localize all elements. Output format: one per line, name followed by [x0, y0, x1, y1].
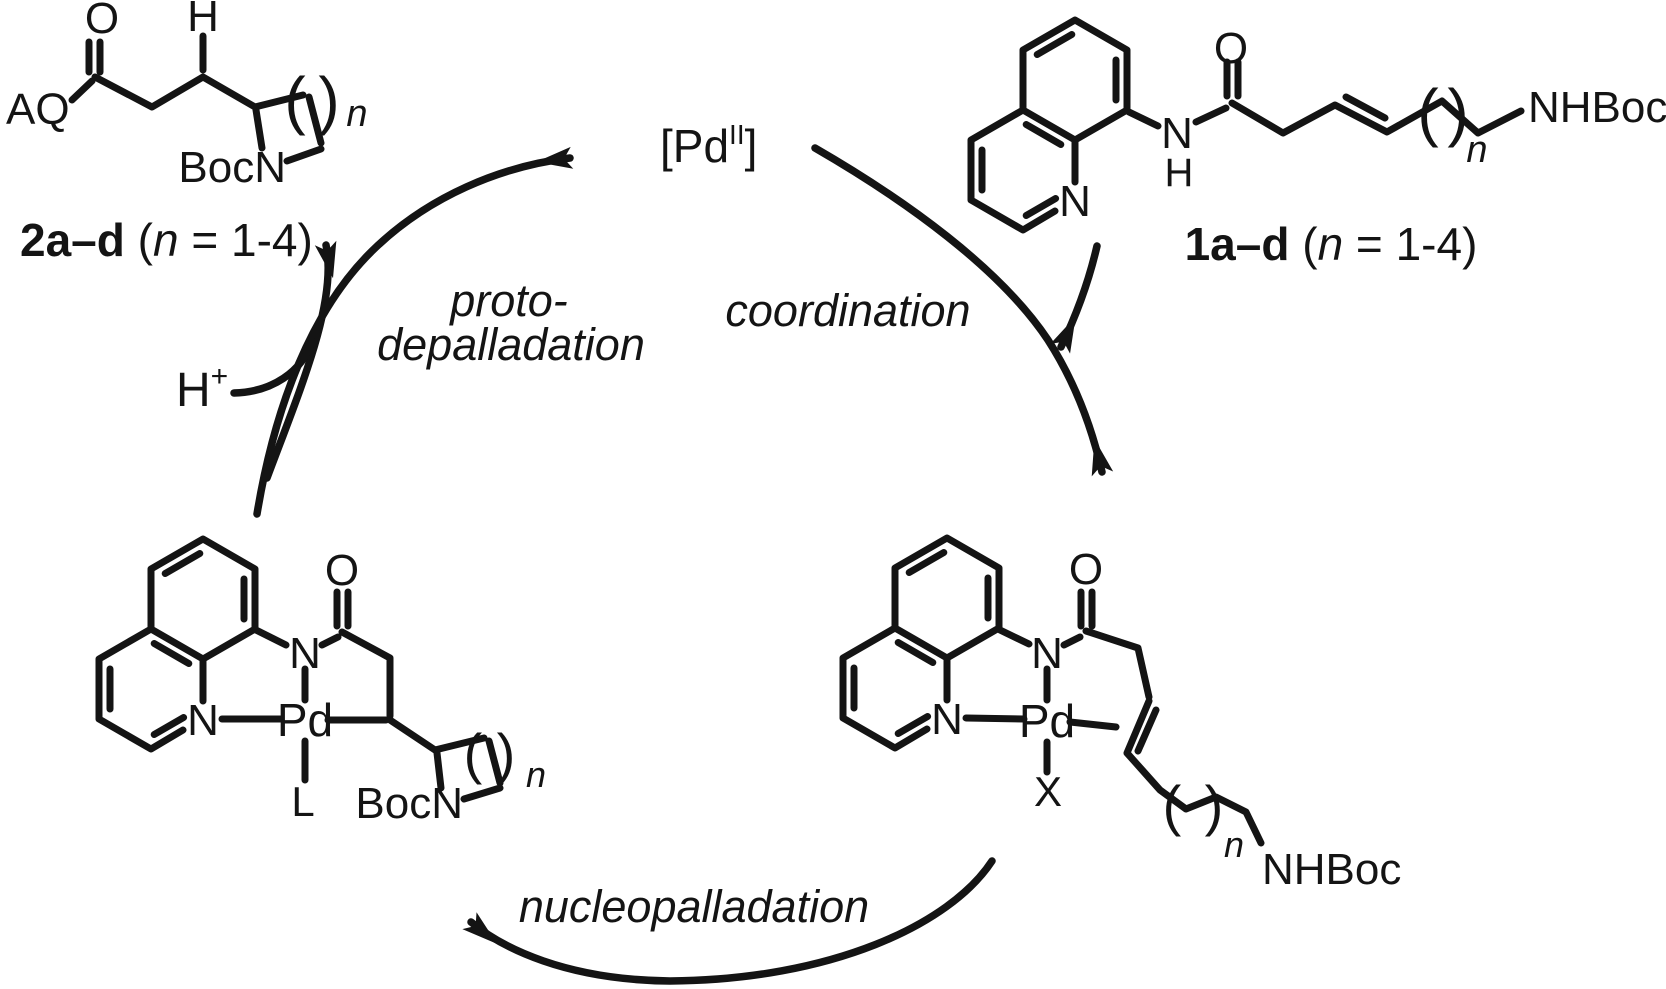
product-release-arrow — [263, 240, 337, 482]
chain-paren-close: ) — [1205, 774, 1224, 837]
alkene-complex-bonds — [962, 626, 1265, 847]
chain-paren-open: ( — [1417, 76, 1438, 148]
substrate-entry-arrow — [1050, 242, 1101, 354]
alkyl-complex-double-bonds — [333, 588, 352, 630]
alkyl-complex-quinoline-ring — [95, 535, 259, 753]
chain-paren-close: ) — [1447, 76, 1468, 148]
quinoline-n-atom: N — [187, 696, 219, 745]
amide-n-atom: N — [1031, 629, 1063, 678]
pd-center: Pd — [1019, 695, 1075, 747]
ring-paren-close: ) — [497, 722, 516, 785]
nucleopalladation-arrow — [462, 857, 996, 985]
nhboc-label: NHBoc — [1262, 845, 1401, 894]
bocn-label: BocN — [178, 143, 286, 192]
l-ligand: L — [291, 778, 314, 825]
protodepalladation-arrow — [253, 146, 574, 518]
substrate-quinoline-double-bonds — [978, 31, 1120, 219]
alkene-complex-quinoline-double-bonds — [850, 549, 992, 737]
carbonyl-o-atom: O — [1069, 545, 1103, 594]
quinoline-n-atom: N — [931, 695, 963, 744]
pd-center: Pd — [277, 694, 333, 746]
substrate-chain-bonds — [1125, 97, 1525, 137]
alkyl-complex-structure: N N O Pd L BocN ( ) n — [95, 535, 546, 828]
product-bonds — [68, 73, 325, 165]
ring-paren-close: ) — [318, 64, 339, 136]
substrate-structure: N N H O ( ) n NHBoc 1a–d (n = 1-4) — [967, 16, 1666, 270]
coordination-step-label: coordination — [725, 285, 970, 336]
nucleopalladation-step-label: nucleopalladation — [519, 881, 869, 932]
chain-n-index: n — [1466, 129, 1487, 171]
substrate-label: 1a–d (n = 1-4) — [1185, 218, 1478, 270]
product-cn-bond-blue — [252, 106, 266, 152]
proton-entry-curve — [230, 337, 316, 397]
alkyl-complex-bonds — [218, 626, 504, 803]
aq-label: AQ — [6, 85, 70, 134]
amide-n-atom: N — [289, 629, 321, 678]
alpha-h-atom-red: H — [187, 0, 219, 41]
substrate-chain-double-bonds — [1223, 58, 1389, 122]
chain-paren-open: ( — [1163, 774, 1182, 837]
cycle-arrows — [230, 144, 1114, 985]
x-ligand: X — [1034, 768, 1062, 815]
amide-h-atom: H — [1165, 151, 1194, 195]
alkyl-cn-bond-blue — [433, 749, 445, 792]
quinoline-n-atom: N — [1059, 177, 1091, 226]
ring-n-index: n — [526, 754, 546, 795]
carbonyl-o-atom: O — [325, 546, 359, 595]
amide-n-atom: N — [1161, 109, 1193, 158]
substrate-quinoline-ring — [967, 16, 1131, 234]
alkene-complex-structure: N N O Pd X ( ) n NHBoc — [839, 534, 1401, 894]
alkene-complex-quinoline-ring — [839, 534, 1003, 752]
protodepalladation-step-label-line1: proto- — [448, 275, 568, 326]
alkene-complex-double-bonds — [1077, 588, 1160, 755]
ring-paren-open: ( — [284, 64, 305, 136]
coordination-arrow — [811, 144, 1114, 477]
protodepalladation-step-label-line2: depalladation — [377, 319, 645, 370]
carbonyl-o-atom: O — [1214, 24, 1248, 73]
bocn-label: BocN — [355, 779, 463, 828]
product-structure: AQ O H BocN ( ) n 2a–d (n = 1-4) — [6, 0, 368, 266]
alkyl-complex-quinoline-double-bonds — [106, 550, 248, 738]
pd-catalyst-label: [PdII] — [660, 119, 757, 172]
proton-label: H+ — [176, 360, 228, 417]
product-label: 2a–d (n = 1-4) — [20, 214, 313, 266]
ring-paren-open: ( — [464, 722, 483, 785]
chain-n-index: n — [1224, 824, 1244, 865]
carbonyl-o-atom: O — [85, 0, 119, 43]
ring-n-index: n — [346, 93, 367, 135]
nhboc-label: NHBoc — [1528, 83, 1666, 132]
product-double-bonds — [85, 38, 104, 76]
